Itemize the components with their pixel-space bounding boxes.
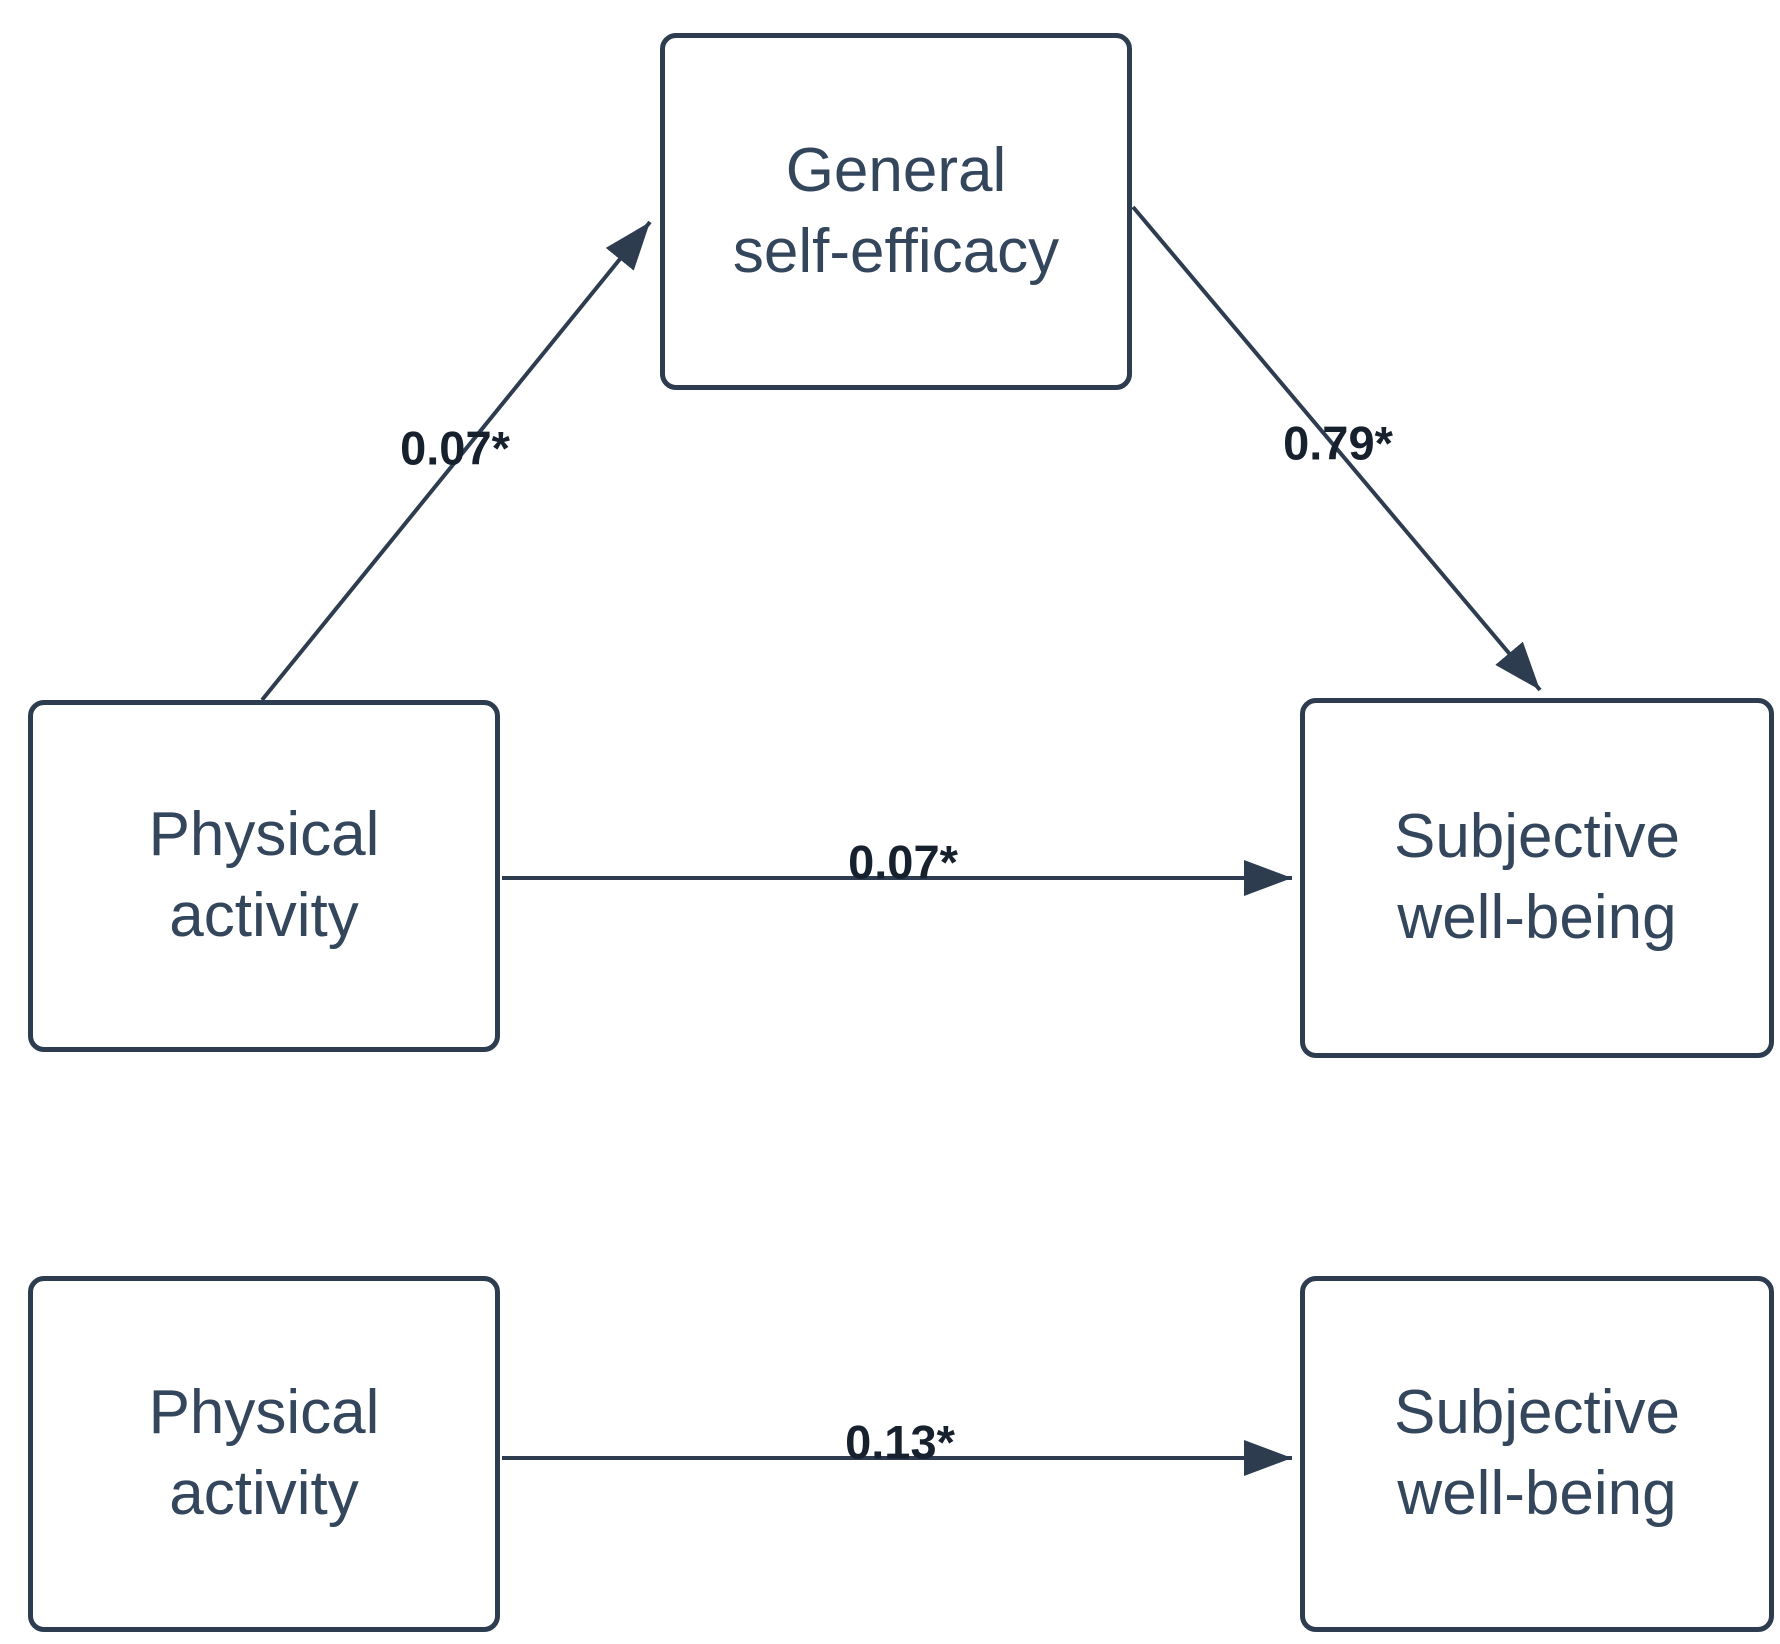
node-physical-activity-top: Physical activity	[28, 700, 500, 1052]
arrow-physical-activity-to-self-efficacy	[260, 220, 652, 702]
edge-label-pa-to-swb-total: 0.13*	[845, 1415, 955, 1469]
node-subjective-well-being-top-label: Subjective well-being	[1393, 802, 1681, 952]
node-general-self-efficacy-label: General self-efficacy	[732, 135, 1060, 286]
edge-label-pa-to-gse: 0.07*	[400, 421, 510, 475]
edge-label-gse-to-swb: 0.79*	[1283, 416, 1393, 470]
arrow-self-efficacy-to-well-being	[1131, 205, 1542, 692]
node-subjective-well-being-top: Subjective well-being	[1300, 698, 1774, 1058]
node-physical-activity-bottom: Physical activity	[28, 1276, 500, 1632]
node-physical-activity-bottom-label: Physical activity	[148, 1378, 380, 1528]
node-general-self-efficacy: General self-efficacy	[660, 33, 1132, 390]
edge-label-pa-to-swb-direct: 0.07*	[848, 835, 958, 889]
node-subjective-well-being-bottom-label: Subjective well-being	[1393, 1378, 1681, 1528]
node-physical-activity-top-label: Physical activity	[148, 800, 380, 950]
node-subjective-well-being-bottom: Subjective well-being	[1300, 1276, 1774, 1632]
